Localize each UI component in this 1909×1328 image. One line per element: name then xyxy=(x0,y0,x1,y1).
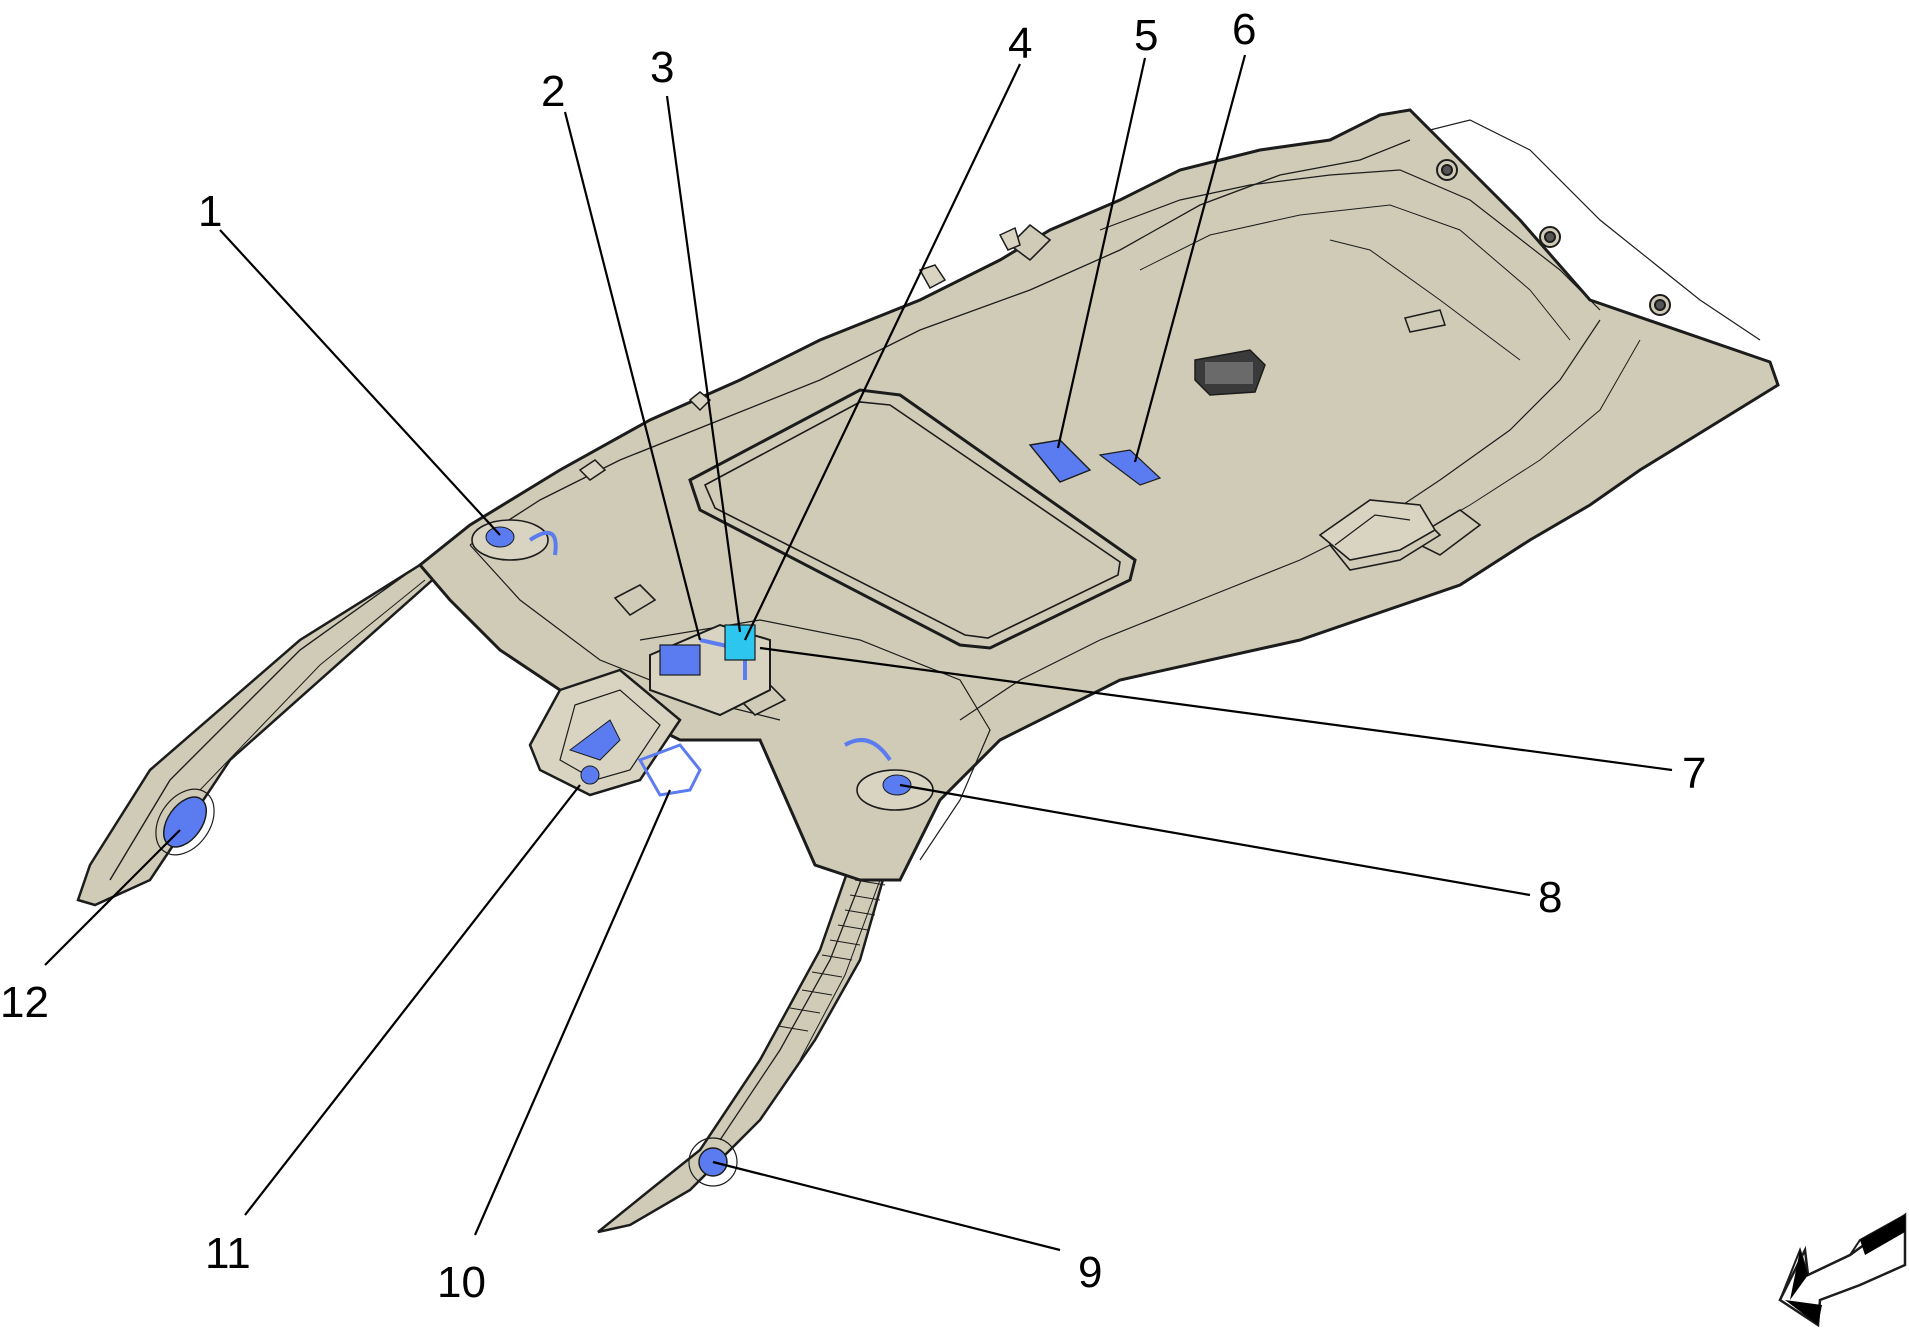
rear-edge-clips xyxy=(1436,159,1671,316)
callout-8: 8 xyxy=(1538,873,1562,922)
front-direction-arrow-icon xyxy=(1778,1212,1907,1328)
callout-9: 9 xyxy=(1078,1248,1102,1297)
rear-grab-handle xyxy=(1318,499,1437,561)
leader-11 xyxy=(244,784,581,1216)
callout-6: 6 xyxy=(1232,5,1256,54)
callout-7: 7 xyxy=(1682,749,1706,798)
leader-lines xyxy=(44,54,1673,1252)
callout-11: 11 xyxy=(205,1229,251,1278)
leader-2 xyxy=(563,111,702,641)
leader-1 xyxy=(219,229,501,536)
leader-8 xyxy=(899,783,1531,897)
callout-3: 3 xyxy=(650,43,674,92)
leader-7 xyxy=(759,646,1673,772)
leader-10 xyxy=(473,789,672,1236)
callout-2: 2 xyxy=(541,67,565,116)
overhead-console-bracket xyxy=(649,623,771,717)
rear-light-housing xyxy=(1194,349,1266,396)
callout-10: 10 xyxy=(437,1258,486,1307)
leader-3 xyxy=(665,95,742,633)
callout-1: 1 xyxy=(198,187,222,236)
left-front-dome-light xyxy=(471,519,558,561)
leader-12 xyxy=(44,829,181,966)
leader-6 xyxy=(1133,54,1247,463)
callout-12: 12 xyxy=(0,978,49,1027)
right-pillar-trim xyxy=(597,848,892,1234)
leader-9 xyxy=(712,1160,1061,1252)
headliner-panel xyxy=(417,108,1780,882)
callout-labels: 1 2 3 4 5 6 7 8 9 10 11 12 xyxy=(0,5,1706,1307)
front-overhead-bin xyxy=(528,668,702,797)
callout-4: 4 xyxy=(1008,19,1032,68)
right-front-dome-light xyxy=(843,738,934,811)
leader-4 xyxy=(744,63,1021,641)
callout-5: 5 xyxy=(1134,11,1158,60)
left-pillar-trim xyxy=(76,563,441,907)
roof-module-blue xyxy=(1028,439,1162,486)
leader-5 xyxy=(1056,57,1147,449)
